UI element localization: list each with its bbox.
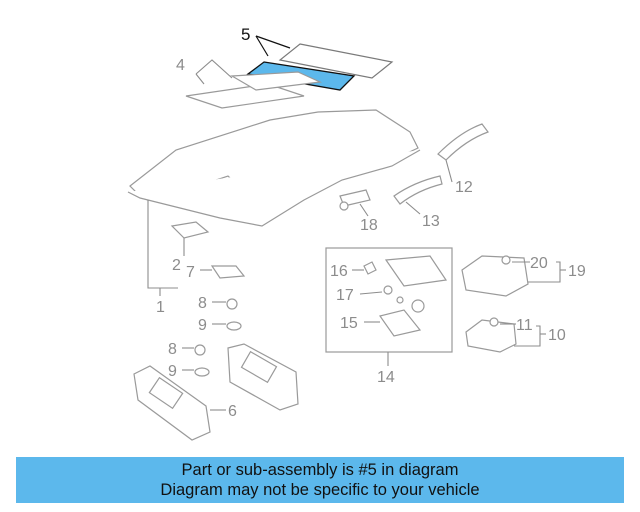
banner-line-part-number: Part or sub-assembly is #5 in diagram (181, 461, 459, 479)
visor-right-mirror (240, 350, 278, 384)
part-1-headliner[interactable] (127, 109, 421, 227)
callout-4-group: 4 (176, 57, 233, 85)
callout-7: 7 (186, 264, 195, 281)
part-6-sun-visors[interactable] (133, 343, 299, 441)
callout-2-group: 2 (172, 238, 185, 274)
part-4-trim-panels[interactable] (185, 71, 323, 109)
part-9-lower[interactable] (194, 367, 210, 377)
callout-8b: 8 (168, 341, 177, 358)
callout-9a-group: 9 (198, 317, 226, 334)
callout-20: 20 (530, 255, 548, 272)
part-10-shape (465, 319, 517, 353)
callout-9a: 9 (198, 317, 207, 334)
diagram-notice-banner: Part or sub-assembly is #5 in diagram Di… (16, 457, 624, 503)
console-lamp (384, 255, 448, 287)
callout-18: 18 (360, 217, 378, 234)
callout-12-group: 12 (445, 159, 473, 196)
part-12-grab-handle[interactable] (437, 123, 489, 161)
callout-1: 1 (156, 299, 165, 316)
callout-10-group: 10 (514, 325, 566, 347)
callout-11: 11 (516, 317, 533, 334)
console-cap (411, 299, 425, 313)
callout-7-group: 7 (186, 264, 212, 281)
callout-12: 12 (455, 179, 473, 196)
leader-17 (359, 291, 383, 295)
part-12-shape (437, 123, 489, 161)
console-screw (396, 296, 404, 304)
callout-17-group: 17 (336, 287, 383, 304)
callout-8a-group: 8 (198, 295, 226, 312)
visor-left-mirror (148, 376, 184, 410)
callout-16-group: 16 (330, 263, 364, 280)
leader-13 (405, 201, 421, 215)
callout-10: 10 (548, 327, 566, 344)
callout-18-group: 18 (359, 203, 378, 234)
callout-9b-group: 9 (168, 363, 194, 380)
part-18-knob (339, 201, 349, 211)
part-9-upper-shape (226, 321, 242, 331)
callout-4: 4 (176, 57, 185, 74)
part-20-bulb (501, 255, 511, 265)
callout-5-group: 5 (241, 25, 291, 57)
group-14-frame (325, 247, 453, 353)
part-9-lower-shape (194, 367, 210, 377)
callout-9b: 9 (168, 363, 177, 380)
part-9-upper[interactable] (226, 321, 242, 331)
part-11-bulb (489, 317, 499, 327)
part-19-shape (461, 255, 529, 297)
leader-4b (195, 73, 205, 85)
leader-1 (147, 200, 178, 289)
leader-19 (528, 261, 561, 283)
part-8-upper-shape (226, 298, 238, 310)
part-7-shape (210, 265, 246, 279)
callout-14: 14 (377, 369, 395, 386)
callout-16: 16 (330, 263, 348, 280)
part-19-map-lamp[interactable] (461, 255, 529, 297)
console-bulb (383, 285, 393, 295)
callout-6-group: 6 (210, 403, 237, 420)
part-8-lower[interactable] (194, 344, 206, 356)
callout-15: 15 (340, 315, 358, 332)
callout-8a: 8 (198, 295, 207, 312)
leader-5b (255, 35, 291, 49)
callout-8b-group: 8 (168, 341, 194, 358)
callout-13-group: 13 (405, 201, 440, 230)
callout-5: 5 (241, 25, 250, 44)
callout-6: 6 (228, 403, 237, 420)
leader-10 (514, 325, 541, 347)
parts-diagram: 5 4 1 2 7 8 (127, 25, 586, 441)
callout-14-group: 14 (377, 352, 395, 386)
callout-11-group: 11 (500, 317, 533, 334)
callout-2: 2 (172, 257, 181, 274)
part-7[interactable] (210, 265, 246, 279)
callout-15-group: 15 (340, 315, 380, 332)
callout-19-group: 19 (528, 261, 586, 283)
headliner-edge (127, 149, 421, 227)
leader-12 (445, 159, 453, 183)
part-18-hook[interactable] (339, 189, 371, 211)
leader-4 (195, 59, 233, 79)
callout-1-group: 1 (147, 200, 178, 316)
leader-18 (359, 203, 369, 217)
leader-5 (255, 35, 269, 57)
part-16-shape (363, 261, 377, 275)
callout-19: 19 (568, 263, 586, 280)
console-lens (379, 309, 422, 337)
part-2-shape (170, 221, 210, 239)
callout-13: 13 (422, 213, 440, 230)
part-13-grab-handle[interactable] (393, 175, 443, 205)
part-10-dome-lamp[interactable] (465, 317, 517, 353)
part-2-clip[interactable] (170, 221, 210, 239)
part-8-lower-shape (194, 344, 206, 356)
group-14-overhead-console[interactable] (325, 247, 453, 353)
callout-17: 17 (336, 287, 354, 304)
part-4-panel-a (185, 83, 305, 109)
callout-20-group: 20 (512, 255, 548, 272)
banner-line-disclaimer: Diagram may not be specific to your vehi… (160, 481, 480, 499)
part-13-shape (393, 175, 443, 205)
part-4-panel-b (229, 71, 323, 91)
part-8-upper[interactable] (226, 298, 238, 310)
part-5-rear-panel[interactable] (278, 43, 394, 79)
